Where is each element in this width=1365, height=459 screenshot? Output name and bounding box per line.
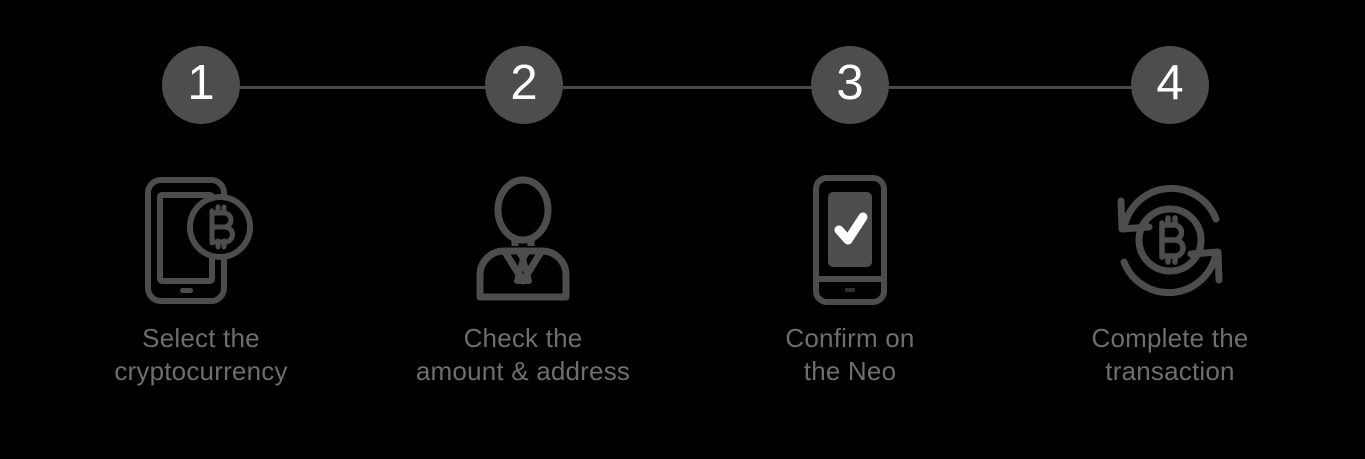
bitcoin-refresh-icon: [1105, 170, 1235, 310]
step-circle-1[interactable]: 1: [162, 46, 240, 124]
step-column-2: Check the amount & address: [393, 170, 653, 388]
person-suit-icon: [458, 170, 588, 310]
step-label-2: Check the amount & address: [415, 323, 631, 386]
step-column-3: Confirm on the Neo: [720, 170, 980, 388]
neo-device-check-icon: [785, 170, 915, 310]
step-circle-2[interactable]: 2: [485, 46, 563, 124]
step-number-2: 2: [510, 55, 538, 110]
phone-bitcoin-icon: [136, 170, 266, 310]
step-label-3: Confirm on the Neo: [785, 323, 915, 386]
connector-line-2-3: [563, 86, 851, 89]
step-column-1: Select the cryptocurrency: [71, 170, 331, 388]
step-number-3: 3: [836, 55, 864, 110]
step-label-4: Complete the transaction: [1091, 323, 1249, 386]
step-label-1: Select the cryptocurrency: [114, 323, 288, 386]
progress-rail: 1 2 3 4: [0, 0, 1365, 160]
step-number-4: 4: [1156, 55, 1184, 110]
connector-line-1-2: [240, 86, 525, 89]
step-number-1: 1: [187, 55, 215, 110]
step-circle-4[interactable]: 4: [1131, 46, 1209, 124]
step-circle-3[interactable]: 3: [811, 46, 889, 124]
step-column-4: Complete the transaction: [1040, 170, 1300, 388]
connector-line-3-4: [889, 86, 1171, 89]
